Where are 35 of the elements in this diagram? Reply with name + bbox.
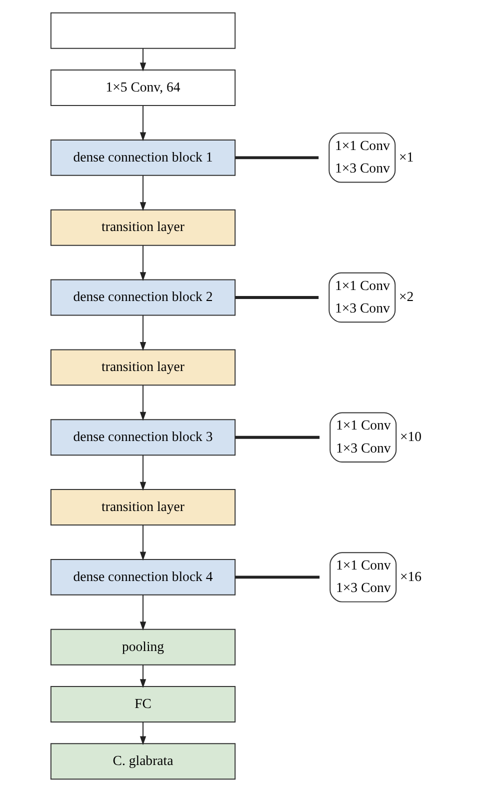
- arrow: [140, 48, 146, 72]
- node-box: dense connection block 4: [50, 558, 236, 596]
- node-box: C. glabrata: [50, 743, 236, 780]
- arrow: [140, 594, 146, 631]
- node-box: 1×5 Conv, 64: [50, 70, 236, 106]
- arrow: [140, 722, 146, 746]
- connector: [235, 296, 319, 299]
- node-box: transition layer: [50, 349, 236, 386]
- connector: [235, 576, 320, 579]
- connector: [235, 436, 320, 439]
- node-label: ×10: [400, 429, 422, 444]
- node-box: 1×1 Conv 1×3 Conv: [330, 412, 397, 462]
- node-label: ×2: [399, 289, 414, 304]
- arrow: [140, 244, 146, 281]
- node-label: ×1: [399, 149, 414, 164]
- arrow: [140, 384, 146, 421]
- arrow: [140, 314, 146, 351]
- node-box: dense connection block 3: [50, 419, 236, 456]
- node-box: pooling: [50, 628, 236, 666]
- node-box: FC: [50, 686, 236, 722]
- node-box: 1×1 Conv 1×3 Conv: [328, 132, 396, 183]
- connector: [235, 156, 319, 160]
- node-box: 1×1 Conv 1×3 Conv: [328, 272, 396, 323]
- node-box: 1×1 Conv 1×3 Conv: [330, 552, 397, 602]
- node-box: [50, 12, 236, 49]
- node-box: dense connection block 1: [50, 139, 236, 176]
- node-label: ×16: [400, 568, 422, 584]
- node-box: dense connection block 2: [50, 279, 236, 316]
- arrow: [140, 105, 146, 142]
- arrow: [140, 454, 146, 491]
- arrow: [140, 524, 146, 561]
- arrow: [140, 664, 146, 688]
- node-box: transition layer: [50, 489, 236, 526]
- arrow: [140, 174, 146, 212]
- node-box: transition layer: [50, 209, 236, 246]
